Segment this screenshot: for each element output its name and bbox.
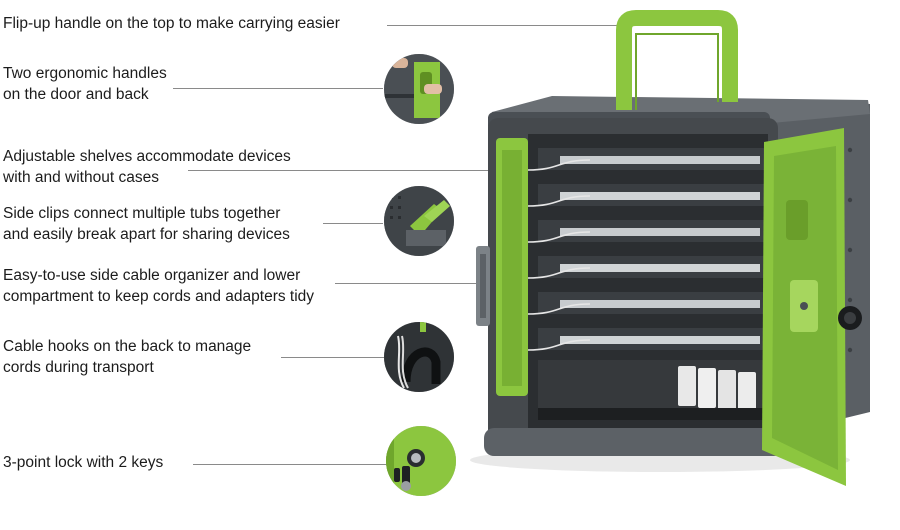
- feature-label-handle-top: Flip-up handle on the top to make carryi…: [3, 15, 340, 32]
- feature-label-cable-hooks: Cable hooks on the back to manage cords …: [3, 338, 252, 376]
- feature-label-shelves: Adjustable shelves accommodate devices w…: [3, 148, 291, 186]
- leader-line-handle-top: [387, 25, 639, 26]
- door-handle-thumbnail: [384, 54, 454, 124]
- feature-label-side-clips: Side clips connect multiple tubs togethe…: [3, 205, 290, 243]
- side-clip-thumbnail: [384, 186, 454, 256]
- leader-line-side-clips: [323, 223, 383, 224]
- charging-tub-image: [470, 10, 870, 486]
- leader-line-cable-organizer: [335, 283, 615, 284]
- leader-line-shelves: [188, 170, 630, 171]
- leader-line-lock: [193, 464, 387, 465]
- leader-line-cable-hooks: [281, 357, 385, 358]
- lock-thumbnail: [386, 426, 456, 496]
- leader-line-handles-door: [173, 88, 383, 89]
- feature-label-cable-organizer: Easy-to-use side cable organizer and low…: [3, 267, 315, 305]
- cable-hook-thumbnail: [384, 322, 454, 392]
- feature-label-lock: 3-point lock with 2 keys: [3, 454, 164, 471]
- feature-label-handles-door: Two ergonomic handles on the door and ba…: [3, 65, 167, 103]
